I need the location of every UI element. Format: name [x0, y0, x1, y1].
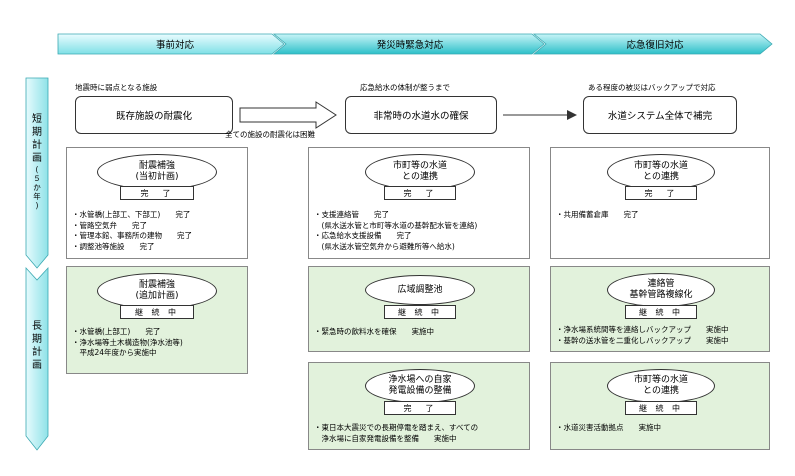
status-badge: 完 了	[384, 186, 456, 200]
phase-chevron-3	[532, 33, 773, 55]
item-list: ・水管橋(上部工、下部工) 完了 ・管路空気弁 完了 ・管理本館、事務所の建物 …	[72, 210, 192, 251]
item-list: ・緊急時の飲料水を確保 実施中	[314, 327, 434, 336]
item-list: ・水管橋(上部工) 完了 ・浄水場等土木構造物(浄水池等) 平成24年度から実施…	[72, 327, 183, 357]
long-term-label: 長期計画	[32, 321, 42, 371]
item-list: ・浄水場系統間等を連絡しバックアップ 実施中 ・基幹の送水管を二重化しバックアッ…	[556, 325, 729, 345]
panel-short-3: 市町等の水道 との連携 完 了 ・共用備蓄倉庫 完了	[550, 147, 770, 259]
status-badge: 継 続 中	[625, 305, 697, 319]
panel-long-3b: 市町等の水道 との連携 継 続 中 ・水道災害活動拠点 実施中	[550, 362, 770, 450]
goal-box-2: 非常時の水道水の確保	[345, 96, 497, 134]
status-badge: 継 続 中	[384, 305, 456, 319]
phase-label-2: 発災時緊急対応	[376, 40, 444, 51]
panel-title: 耐震補強 (追加計画)	[97, 273, 217, 309]
panel-title: 耐震補強 (当初計画)	[97, 154, 217, 190]
panel-title: 市町等の水道 との連携	[365, 154, 475, 190]
phase-chevron-1	[57, 33, 285, 55]
short-term-label: 短期計画 ( ５ か 年 )	[32, 114, 42, 210]
status-badge: 継 続 中	[120, 305, 194, 319]
panel-title: 市町等の水道 との連携	[607, 369, 715, 403]
item-list: ・水道災害活動拠点 実施中	[556, 423, 661, 432]
long-term-arrow	[25, 266, 49, 451]
status-badge: 継 続 中	[625, 401, 697, 415]
panel-title: 広域調整池	[365, 275, 475, 305]
phase-banner	[57, 33, 773, 55]
item-list: ・東日本大震災での長期停電を踏まえ、すべての 浄水場に自家発電設備を整備 実施中	[314, 423, 479, 443]
status-badge: 完 了	[120, 186, 194, 200]
phase-label-3: 応急復旧対応	[626, 40, 684, 51]
goal-caption-1: 地震時に弱点となる施設	[75, 83, 158, 92]
panel-long-3a: 連絡管 基幹管路複線化 継 続 中 ・浄水場系統間等を連絡しバックアップ 実施中…	[550, 266, 770, 352]
side-arrows	[25, 77, 49, 451]
panel-title: 市町等の水道 との連携	[607, 154, 715, 190]
item-list: ・共用備蓄倉庫 完了	[556, 210, 639, 219]
item-list: ・支援連絡管 完了 (県水送水管と市町等水道の基幹配水管を連絡) ・応急給水支援…	[314, 210, 478, 251]
goal-caption-3: ある程度の被災はバックアップで対応	[588, 83, 716, 92]
phase-chevron-2	[272, 33, 545, 55]
small-arrow	[503, 110, 577, 120]
arrow-note: 全ての施設の耐震化は困難	[225, 130, 315, 139]
panel-long-1: 耐震補強 (追加計画) 継 続 中 ・水管橋(上部工) 完了 ・浄水場等土木構造…	[66, 266, 248, 374]
big-arrow	[239, 101, 337, 129]
status-badge: 完 了	[625, 186, 697, 200]
phase-label-1: 事前対応	[155, 40, 194, 51]
panel-title: 連絡管 基幹管路複線化	[607, 273, 715, 307]
panel-long-2b: 浄水場への自家 発電設備の整備 完 了 ・東日本大震災での長期停電を踏まえ、すべ…	[308, 362, 530, 450]
goal-box-1: 既存施設の耐震化	[75, 96, 233, 134]
panel-title: 浄水場への自家 発電設備の整備	[365, 369, 475, 403]
goal-caption-2: 応急給水の体制が整うまで	[360, 83, 450, 92]
short-term-arrow	[25, 77, 49, 269]
panel-short-1: 耐震補強 (当初計画) 完 了 ・水管橋(上部工、下部工) 完了 ・管路空気弁 …	[66, 147, 248, 259]
status-badge: 完 了	[384, 401, 456, 415]
panel-short-2: 市町等の水道 との連携 完 了 ・支援連絡管 完了 (県水送水管と市町等水道の基…	[308, 147, 530, 259]
panel-long-2a: 広域調整池 継 続 中 ・緊急時の飲料水を確保 実施中	[308, 266, 530, 352]
goal-box-3: 水道システム全体で補完	[583, 96, 737, 134]
